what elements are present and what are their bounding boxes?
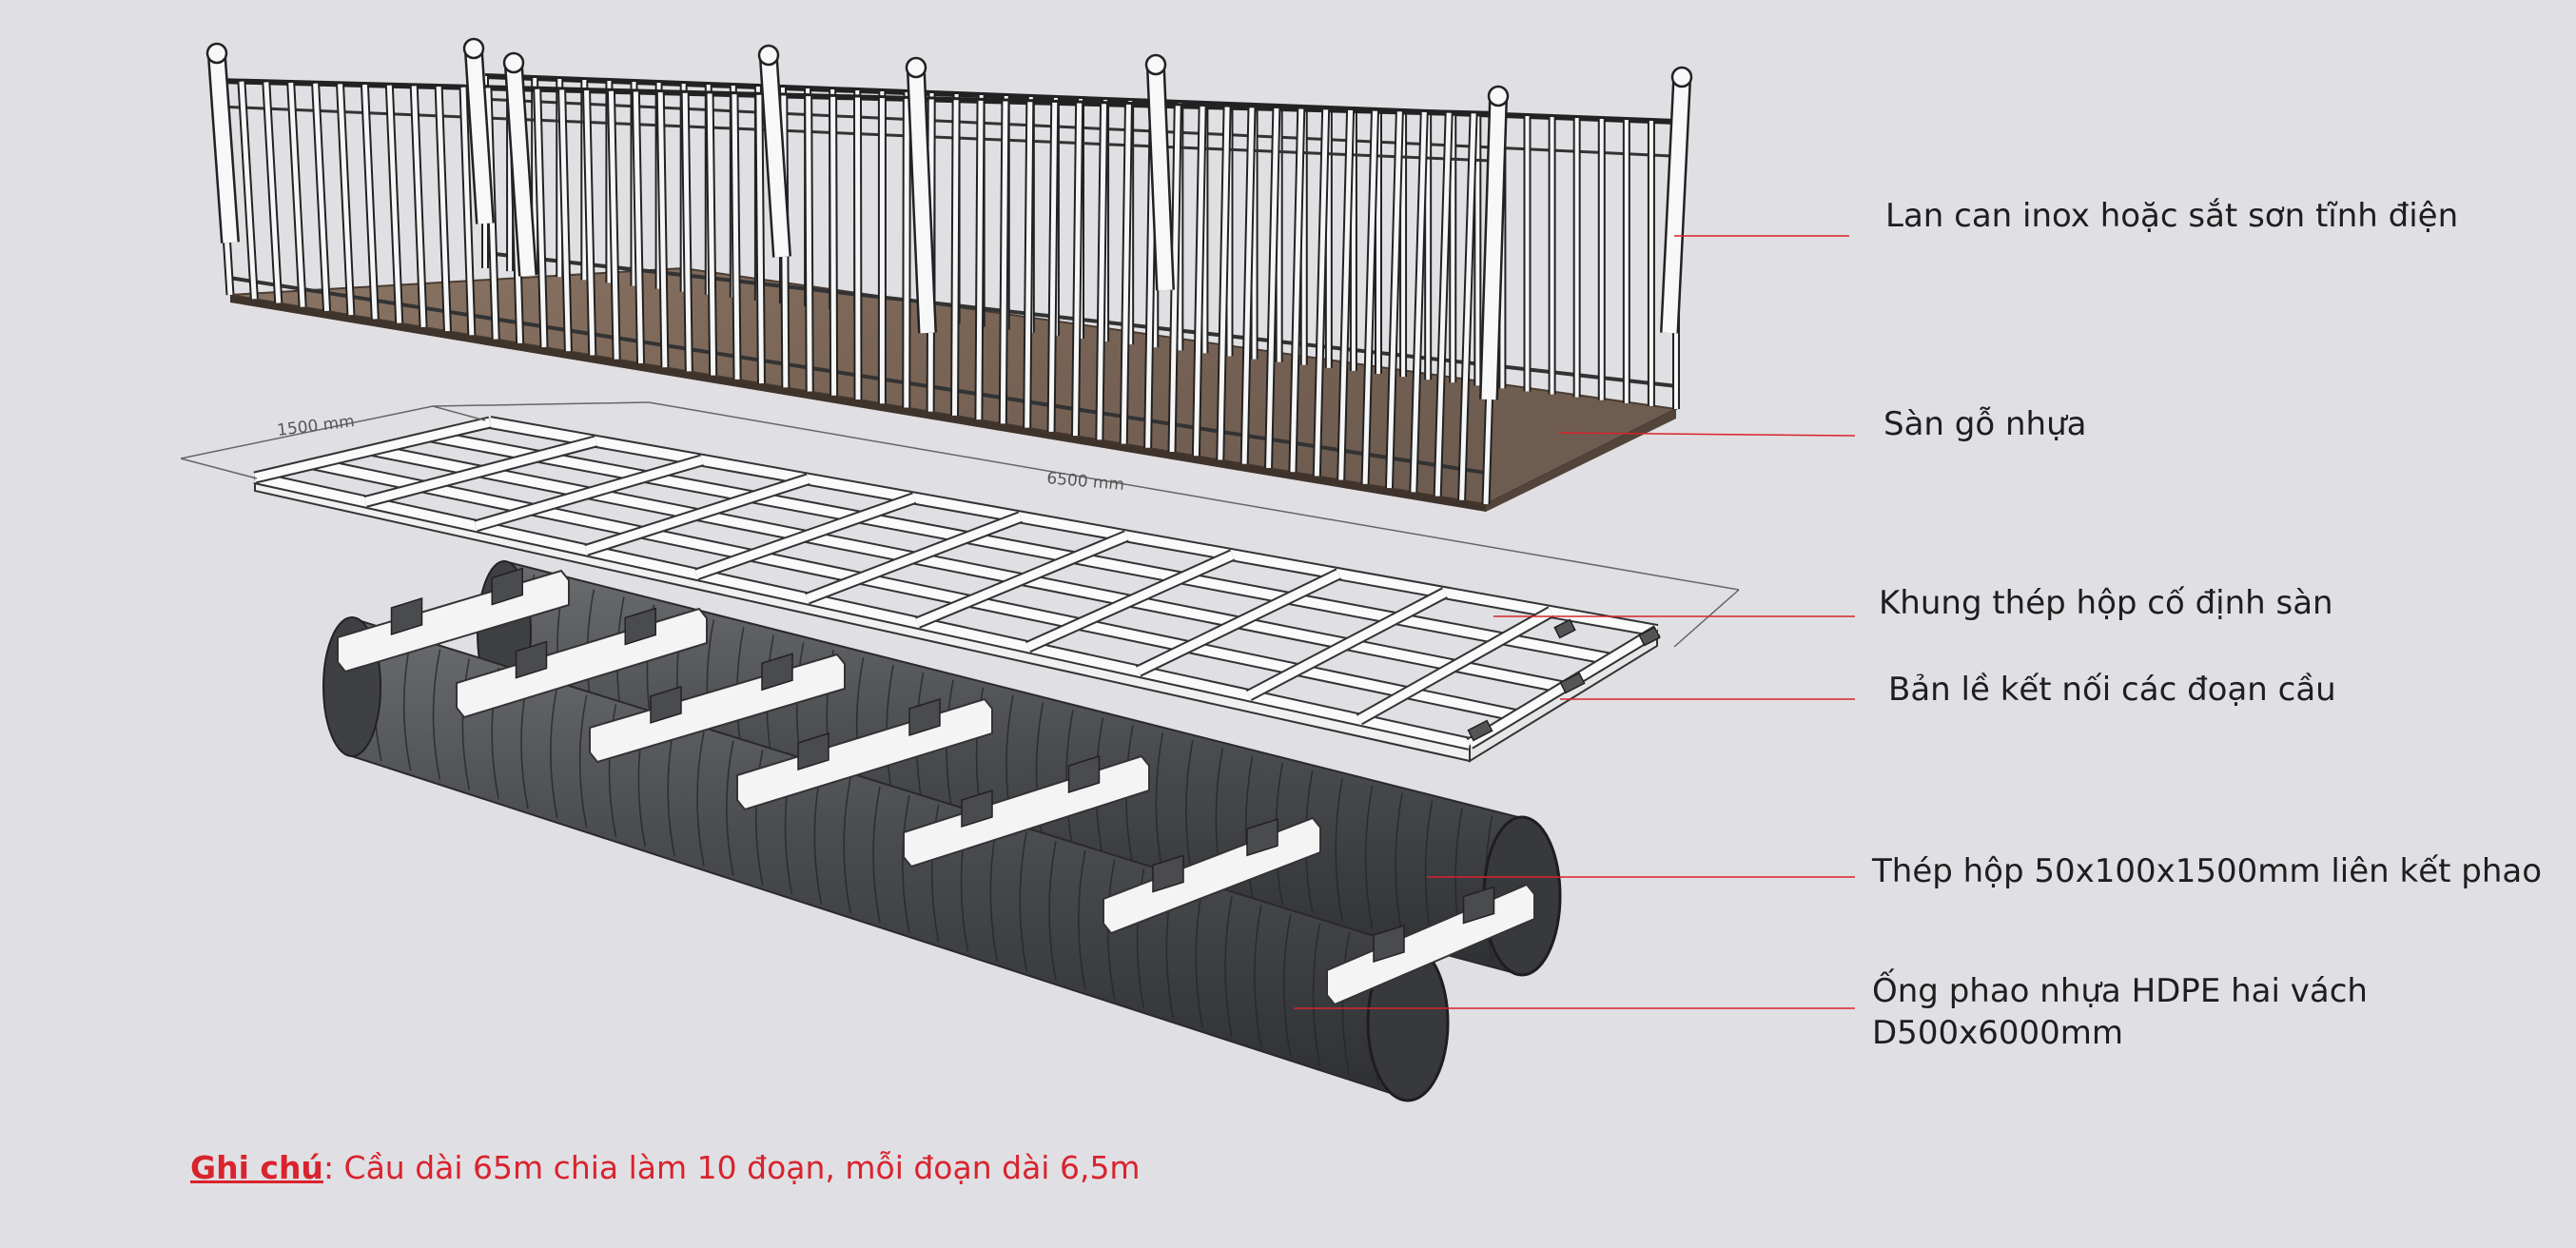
label-pipe: Ống phao nhựa HDPE hai vách D500x6000mm xyxy=(1872,970,2368,1054)
label-railing: Lan can inox hoặc sắt sơn tĩnh điện xyxy=(1885,197,2459,235)
label-pipe-line1: Ống phao nhựa HDPE hai vách xyxy=(1872,972,2368,1010)
label-frame: Khung thép hộp cố định sàn xyxy=(1879,584,2333,622)
hinge-icon xyxy=(1467,618,1661,742)
label-beam: Thép hộp 50x100x1500mm liên kết phao xyxy=(1872,852,2543,890)
railing xyxy=(205,37,1693,505)
label-hinge: Bản lề kết nối các đoạn cầu xyxy=(1888,671,2336,709)
note-prefix: Ghi chú xyxy=(190,1149,323,1186)
label-deck: Sàn gỗ nhựa xyxy=(1883,405,2087,443)
steel-frame xyxy=(253,416,1661,763)
leader-lines xyxy=(1294,235,1856,1009)
dimension-length-label: 6500 mm xyxy=(1046,469,1125,495)
note: Ghi chú: Cầu dài 65m chia làm 10 đoạn, m… xyxy=(190,1149,1141,1186)
label-pipe-line2: D500x6000mm xyxy=(1872,1014,2123,1052)
dimension-lines xyxy=(180,401,1740,648)
dimension-width-label: 1500 mm xyxy=(276,412,356,440)
cross-beams xyxy=(337,567,1535,1006)
note-text: : Cầu dài 65m chia làm 10 đoạn, mỗi đoạn… xyxy=(322,1149,1141,1186)
